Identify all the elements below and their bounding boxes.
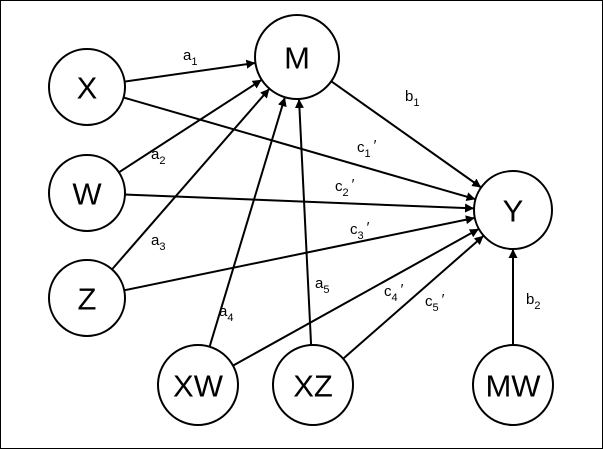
edge-label-c1: c1′ xyxy=(357,137,377,160)
node-z-circle xyxy=(48,259,126,337)
edge-labels-layer: a1 a2 a3 a4 a5 b1 b2 c1′c2′ c3′ c4′ c5′ xyxy=(151,47,540,324)
edge-label-c3: c3′ xyxy=(350,219,370,242)
edge-label-b1: b1 xyxy=(405,88,419,109)
node-xz: XZ xyxy=(272,344,354,426)
node-y-circle xyxy=(473,170,553,250)
node-y: Y xyxy=(473,170,553,250)
node-z: Z xyxy=(48,259,126,337)
node-xw-circle xyxy=(157,344,239,426)
node-x-circle xyxy=(48,48,126,126)
edge-w-to-y xyxy=(124,193,475,213)
node-w-label: W xyxy=(72,177,102,212)
edge-x-to-m xyxy=(124,59,256,83)
edge-xw-to-y xyxy=(232,228,480,367)
node-w: W xyxy=(48,154,126,232)
node-mw-circle xyxy=(472,344,554,426)
node-m-label: M xyxy=(284,41,310,76)
node-x-label: X xyxy=(77,71,98,106)
node-m: M xyxy=(254,14,340,100)
node-y-label: Y xyxy=(503,194,524,229)
edge-xz-to-y xyxy=(342,234,485,360)
node-xz-label: XZ xyxy=(293,369,333,404)
edge-label-c5: c5′ xyxy=(425,291,445,314)
node-xw: XW xyxy=(157,344,239,426)
node-w-circle xyxy=(48,154,126,232)
edge-label-a1: a1 xyxy=(183,47,197,68)
edge-label-b2: b2 xyxy=(526,291,540,312)
edge-label-a2: a2 xyxy=(151,146,165,167)
edge-xw-to-m xyxy=(208,96,287,347)
edge-z-to-y xyxy=(123,215,476,292)
edge-label-c2: c2′ xyxy=(335,176,355,199)
edge-xz-to-m xyxy=(294,98,313,346)
edge-label-a5: a5 xyxy=(315,275,329,296)
edge-w-to-m xyxy=(118,78,263,174)
node-mw-label: MW xyxy=(485,369,541,404)
edge-z-to-m xyxy=(111,88,271,271)
node-mw: MW xyxy=(472,344,554,426)
node-z-label: Z xyxy=(78,282,97,317)
edge-label-a3: a3 xyxy=(151,232,165,253)
edge-label-a4: a4 xyxy=(219,303,233,324)
node-x: X xyxy=(48,48,126,126)
edge-m-to-y xyxy=(330,80,482,189)
node-m-circle xyxy=(254,14,340,100)
edge-x-to-y xyxy=(123,96,476,202)
node-xw-label: XW xyxy=(173,369,224,404)
node-xz-circle xyxy=(272,344,354,426)
edge-label-c4: c4′ xyxy=(384,281,404,304)
edges-layer xyxy=(111,59,518,367)
